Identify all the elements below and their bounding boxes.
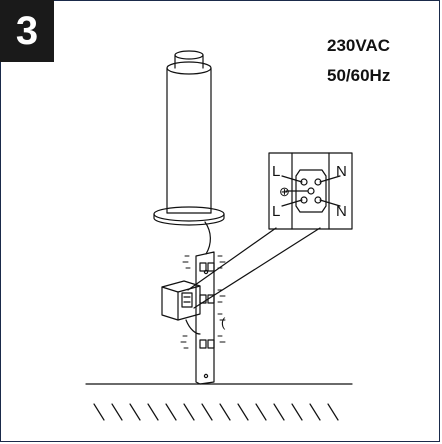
terminal-detail-box <box>268 152 353 230</box>
frequency-label: 50/60Hz <box>327 66 391 85</box>
lamp-base-flange <box>153 206 225 222</box>
terminal-connector <box>295 169 327 213</box>
screw-clips <box>180 255 226 349</box>
terminal-label-top-left: L <box>272 163 280 180</box>
terminal-label-bottom-right: N <box>336 203 347 220</box>
terminal-label-top-right: N <box>336 163 347 180</box>
terminal-label-bottom-left: L <box>272 203 280 220</box>
step-number-badge: 3 <box>0 0 54 62</box>
junction-box <box>161 280 201 335</box>
callout-line-upper <box>187 227 277 291</box>
callout-line-lower <box>193 227 321 309</box>
terminal-detail <box>268 152 353 230</box>
lamp-top-cap <box>174 50 204 60</box>
junction-terminal <box>181 292 193 308</box>
earth-symbol: ⊕ <box>279 184 290 199</box>
ground-hatching <box>93 403 339 421</box>
mounting-post <box>195 251 215 385</box>
lamp-head-rim <box>166 61 212 75</box>
terminal-screw <box>307 187 315 195</box>
supply-cable <box>185 319 201 335</box>
terminal-wires <box>281 175 341 207</box>
clip-mark: ( <box>221 315 226 330</box>
voltage-label: 230VAC <box>327 36 390 55</box>
bollard-lamp <box>153 50 225 226</box>
lamp-cable <box>204 221 211 255</box>
